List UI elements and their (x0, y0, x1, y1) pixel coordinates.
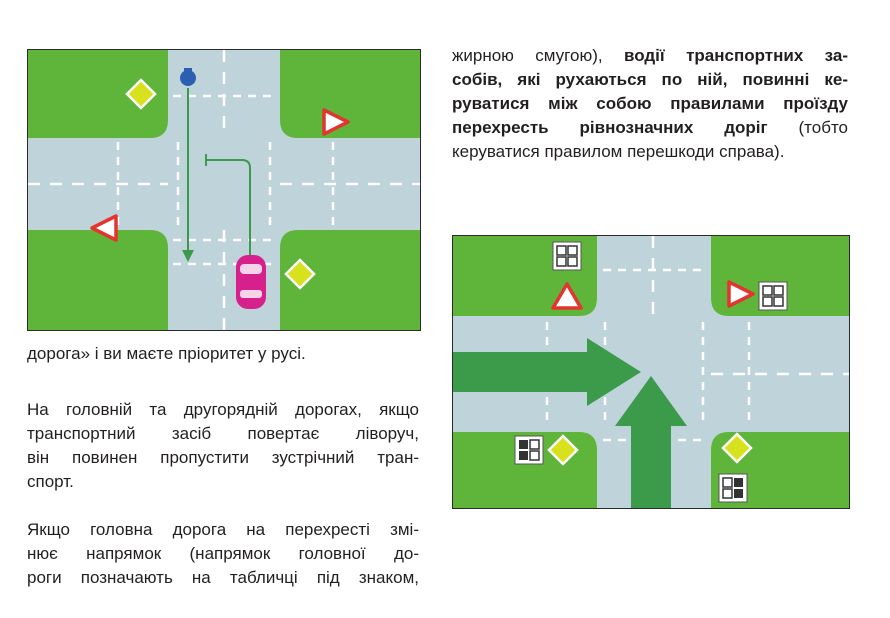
give-way-sign-icon (322, 108, 350, 136)
paragraph-right-column: жирною смугою), водії транспортних за- с… (452, 44, 848, 164)
grass-corner-bottom-right (280, 230, 420, 330)
priority-road-sign-icon (125, 78, 157, 110)
direction-plate-icon (718, 473, 748, 503)
text-normal: (тобто (767, 118, 848, 137)
grass-corner-bottom-left (28, 230, 168, 330)
car-icon (236, 255, 266, 309)
intersection-diagram-1 (28, 50, 420, 330)
text-line: Якщо головна дорога на перехресті змі- (27, 520, 419, 539)
bicycle-icon (180, 68, 196, 86)
text-line: роги позначають на табличці під знаком, (27, 568, 419, 587)
text-line: транспортний засіб повертає ліворуч, (27, 424, 419, 443)
give-way-sign-icon (727, 280, 755, 308)
give-way-sign-icon (551, 282, 583, 310)
caption-line: дорога» і ви маєте пріоритет у русі. (27, 344, 306, 363)
direction-plate-icon (552, 241, 582, 271)
direction-plate-icon (758, 281, 788, 311)
give-way-sign-icon (90, 214, 118, 242)
intersection-figure-left-turn (27, 49, 421, 331)
direction-plate-icon (514, 435, 544, 465)
text-line: руватися між собою правилами проїзду (452, 94, 848, 113)
grass-corner-top-left (28, 50, 168, 138)
grass-corner-top-right (280, 50, 420, 138)
left-turn-path-line (206, 159, 251, 255)
text-bold: перехресть рівнозначних доріг (452, 118, 768, 137)
paragraph-main-road-direction: Якщо головна дорога на перехресті змі- н… (27, 518, 419, 590)
text-bold: водії транспортних за- (624, 46, 849, 65)
arrow-right-icon (453, 338, 641, 406)
text-line: керуватися правилом перешкоди справа). (452, 142, 785, 161)
intersection-diagram-2 (453, 236, 849, 508)
text-line: спорт. (27, 472, 74, 491)
road-markings (28, 50, 420, 330)
paragraph-left-turn-rule: На головній та другорядній дорогах, якщо… (27, 398, 419, 494)
text-line: жирною смугою), водії транспортних за- (452, 44, 848, 68)
arrow-up-icon (615, 376, 687, 508)
straight-path-arrowhead (182, 250, 194, 262)
text-line: він повинен пропустити зустрічний тран- (27, 448, 419, 467)
text-line: перехресть рівнозначних доріг (тобто (452, 116, 848, 140)
priority-road-sign-icon (284, 258, 316, 290)
text-line: На головній та другорядній дорогах, якщо (27, 400, 419, 419)
text-normal: жирною смугою), (452, 46, 624, 65)
text-line: нює напрямок (напрямок головної до- (27, 544, 419, 563)
priority-road-sign-icon (547, 434, 579, 466)
caption-continuation: дорога» і ви маєте пріоритет у русі. (27, 342, 419, 366)
text-line: собів, які рухаються по ній, повинні ке- (452, 70, 848, 89)
priority-road-sign-icon (721, 432, 753, 464)
intersection-figure-main-road-turn (452, 235, 850, 509)
